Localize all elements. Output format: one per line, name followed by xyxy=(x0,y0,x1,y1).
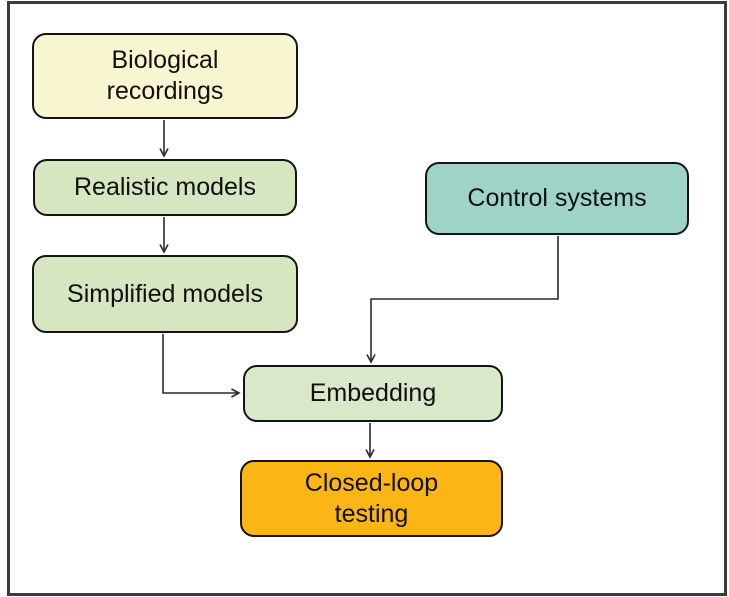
node-label-line: Realistic models xyxy=(73,173,256,201)
edge-control-to-embedding xyxy=(366,236,559,364)
node-simplified-models: Simplified models xyxy=(32,255,298,333)
edge-simplified-to-embedding xyxy=(162,334,241,398)
node-label-line: testing xyxy=(334,499,409,528)
node-label-line: Closed-loop xyxy=(304,468,439,497)
node-realistic-models: Realistic models xyxy=(33,159,297,216)
node-label-line: Biological xyxy=(111,46,219,74)
node-biological-recordings: Biological recordings xyxy=(32,33,298,119)
node-embedding: Embedding xyxy=(243,365,503,422)
node-label-line: Simplified models xyxy=(67,279,263,308)
node-closed-loop-testing: Closed-loop testing xyxy=(240,460,503,537)
node-label-line: Embedding xyxy=(309,379,437,407)
node-label-line: recordings xyxy=(106,77,224,105)
node-control-systems: Control systems xyxy=(425,162,689,235)
node-label-line: Control systems xyxy=(467,184,647,212)
